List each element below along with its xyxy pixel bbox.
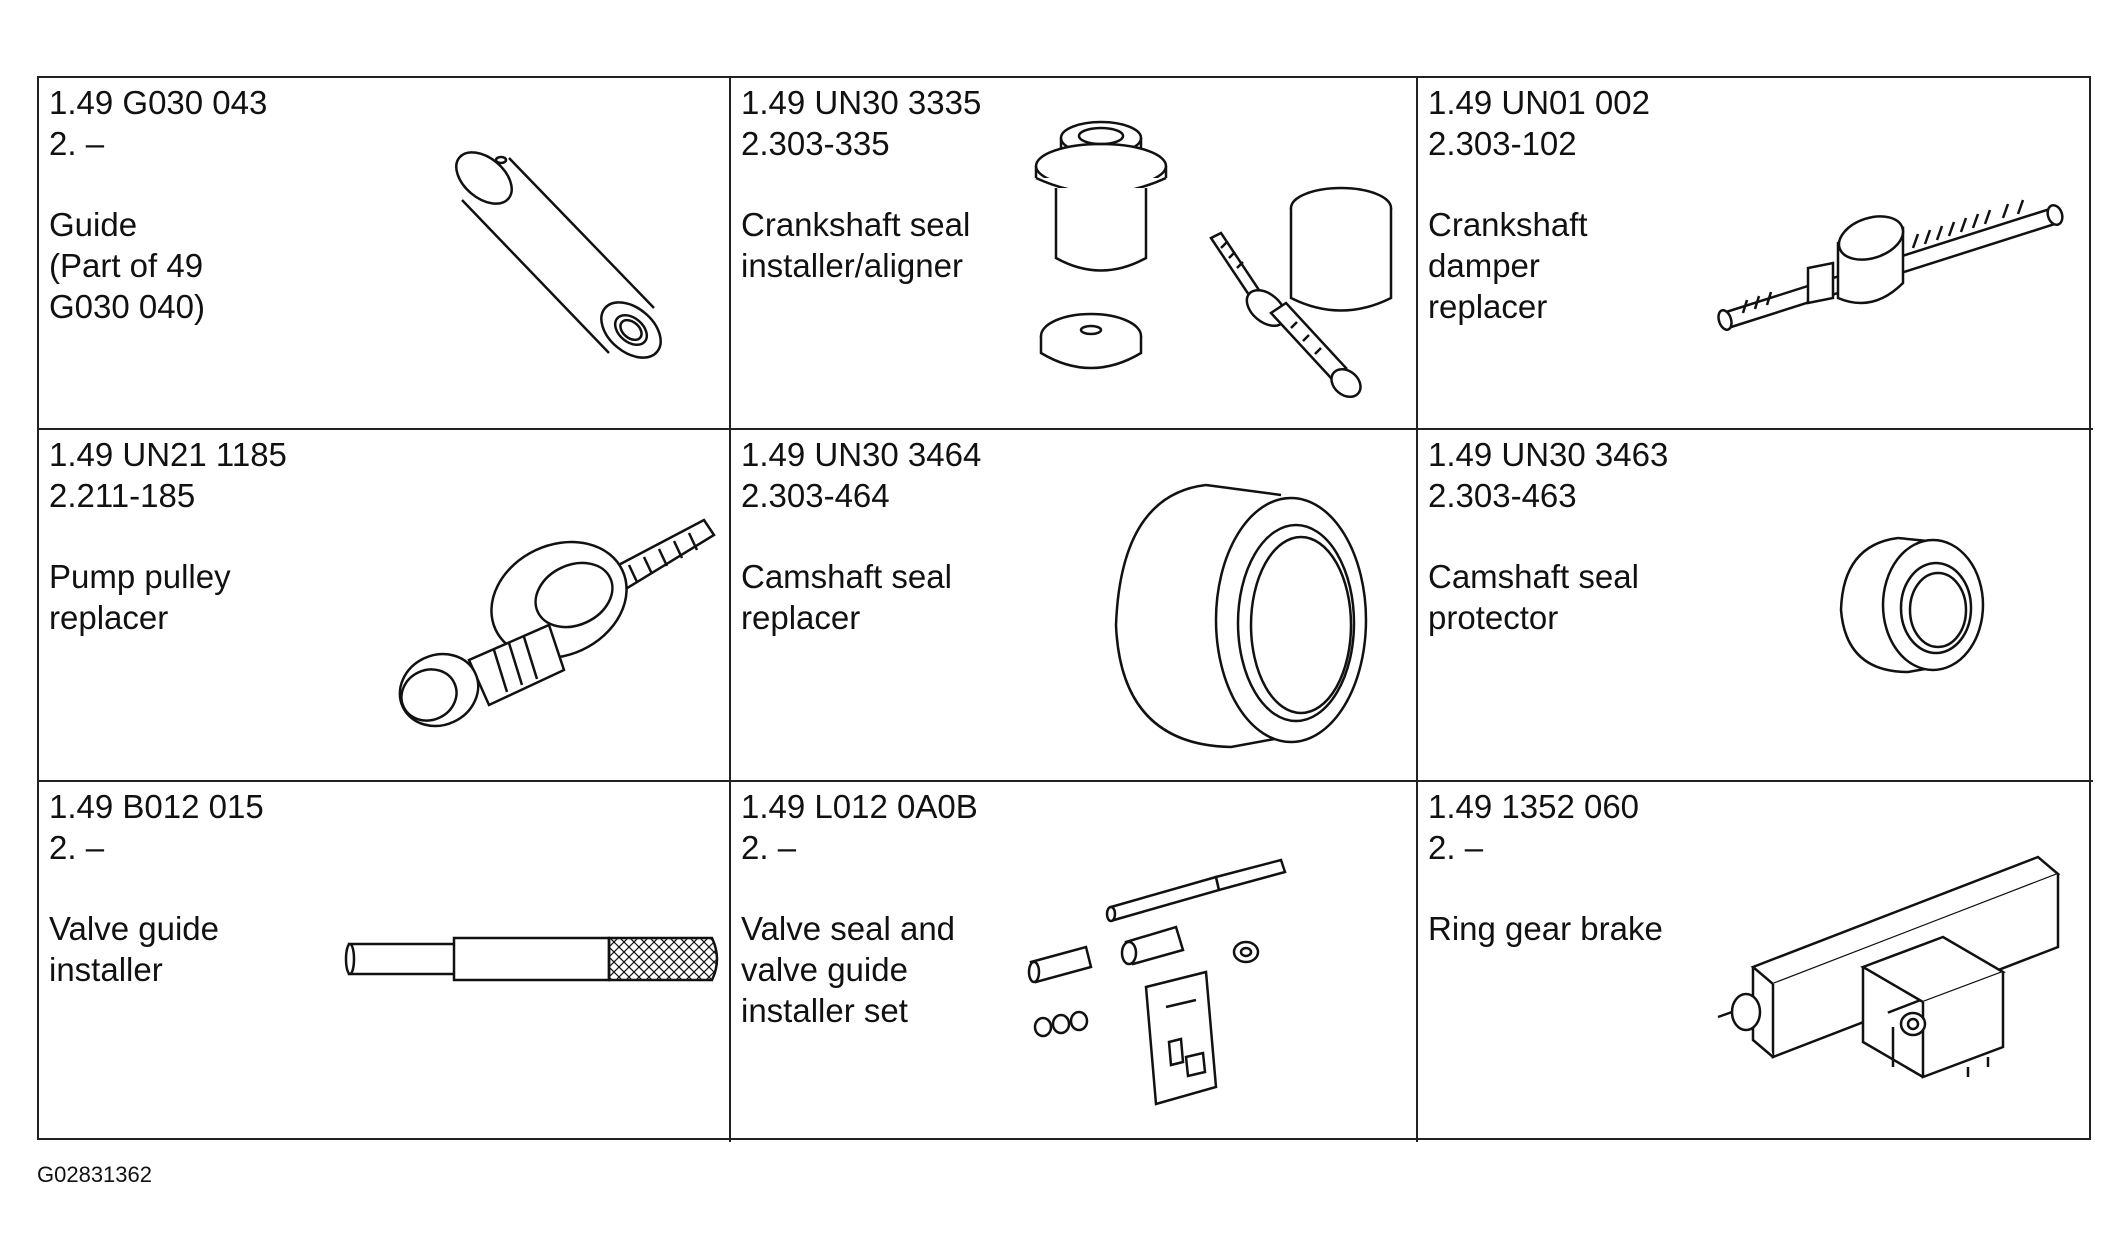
tool-alt-number: 2.211-185 bbox=[49, 477, 196, 514]
figure-id: G02831362 bbox=[37, 1162, 152, 1187]
tool-cell: 1.49 B012 015 2. – Valve guide installer bbox=[39, 782, 731, 1142]
tool-text: 1.49 UN30 3463 2.303-463 Camshaft seal p… bbox=[1428, 434, 1668, 638]
tool-description: Pump pulley replacer bbox=[49, 558, 231, 636]
tool-number: 1.49 UN21 1185 bbox=[49, 436, 287, 473]
tool-alt-number: 2. – bbox=[49, 125, 105, 162]
tool-number: 1.49 B012 015 bbox=[49, 788, 264, 825]
tool-description: Ring gear brake bbox=[1428, 910, 1663, 947]
tool-number: 1.49 UN30 3463 bbox=[1428, 436, 1669, 473]
tool-number: 1.49 G030 043 bbox=[49, 84, 268, 121]
tool-number: 1.49 1352 060 bbox=[1428, 788, 1640, 825]
tool-description: Camshaft seal protector bbox=[1428, 558, 1639, 636]
tool-alt-number: 2.303-102 bbox=[1428, 125, 1577, 162]
valve-seal-installer-set-icon bbox=[1031, 822, 1411, 1122]
tool-number: 1.49 L012 0A0B bbox=[741, 788, 978, 825]
tool-alt-number: 2. – bbox=[741, 829, 797, 866]
tool-text: 1.49 UN21 1185 2.211-185 Pump pulley rep… bbox=[49, 434, 287, 638]
tool-description: Guide (Part of 49 G030 040) bbox=[49, 206, 205, 325]
tool-text: 1.49 L012 0A0B 2. – Valve seal and valve… bbox=[741, 786, 978, 1031]
pulley-replacer-icon bbox=[399, 510, 729, 750]
tool-description: Valve guide installer bbox=[49, 910, 220, 988]
tool-number: 1.49 UN30 3464 bbox=[741, 436, 982, 473]
tool-text: 1.49 G030 043 2. – Guide (Part of 49 G03… bbox=[49, 82, 267, 327]
tool-description: Valve seal and valve guide installer set bbox=[741, 910, 956, 1029]
tool-description: Camshaft seal replacer bbox=[741, 558, 952, 636]
tool-text: 1.49 1352 060 2. – Ring gear brake bbox=[1428, 786, 1663, 949]
tool-cell: 1.49 UN21 1185 2.211-185 Pump pulley rep… bbox=[39, 430, 731, 782]
damper-replacer-icon bbox=[1713, 168, 2073, 338]
camshaft-seal-protector-icon bbox=[1838, 530, 1988, 680]
tool-description: Crankshaft seal installer/aligner bbox=[741, 206, 971, 284]
tool-description: Crankshaft damper replacer bbox=[1428, 206, 1588, 325]
valve-guide-installer-icon bbox=[344, 932, 724, 987]
tool-alt-number: 2.303-463 bbox=[1428, 477, 1577, 514]
tool-cell: 1.49 UN01 002 2.303-102 Crankshaft dampe… bbox=[1418, 78, 2093, 430]
tool-cell: 1.49 G030 043 2. – Guide (Part of 49 G03… bbox=[39, 78, 731, 430]
tool-cell: 1.49 UN30 3464 2.303-464 Camshaft seal r… bbox=[731, 430, 1418, 782]
tool-text: 1.49 UN30 3464 2.303-464 Camshaft seal r… bbox=[741, 434, 981, 638]
tool-table: 1.49 G030 043 2. – Guide (Part of 49 G03… bbox=[37, 76, 2093, 1142]
seal-installer-aligner-icon bbox=[1021, 108, 1401, 418]
tool-cell: 1.49 UN30 3463 2.303-463 Camshaft seal p… bbox=[1418, 430, 2093, 782]
tool-text: 1.49 UN01 002 2.303-102 Crankshaft dampe… bbox=[1428, 82, 1650, 327]
tool-alt-number: 2.303-335 bbox=[741, 125, 890, 162]
tool-alt-number: 2. – bbox=[49, 829, 105, 866]
tool-number: 1.49 UN30 3335 bbox=[741, 84, 982, 121]
tool-cell: 1.49 1352 060 2. – Ring gear brake bbox=[1418, 782, 2093, 1142]
tool-alt-number: 2. – bbox=[1428, 829, 1484, 866]
ring-gear-brake-icon bbox=[1718, 852, 2078, 1092]
tool-number: 1.49 UN01 002 bbox=[1428, 84, 1650, 121]
tool-cell: 1.49 L012 0A0B 2. – Valve seal and valve… bbox=[731, 782, 1418, 1142]
tool-text: 1.49 B012 015 2. – Valve guide installer bbox=[49, 786, 264, 990]
tool-text: 1.49 UN30 3335 2.303-335 Crankshaft seal… bbox=[741, 82, 981, 286]
guide-icon bbox=[439, 138, 689, 368]
tool-cell: 1.49 UN30 3335 2.303-335 Crankshaft seal… bbox=[731, 78, 1418, 430]
camshaft-seal-replacer-icon bbox=[1111, 475, 1371, 755]
tool-alt-number: 2.303-464 bbox=[741, 477, 890, 514]
